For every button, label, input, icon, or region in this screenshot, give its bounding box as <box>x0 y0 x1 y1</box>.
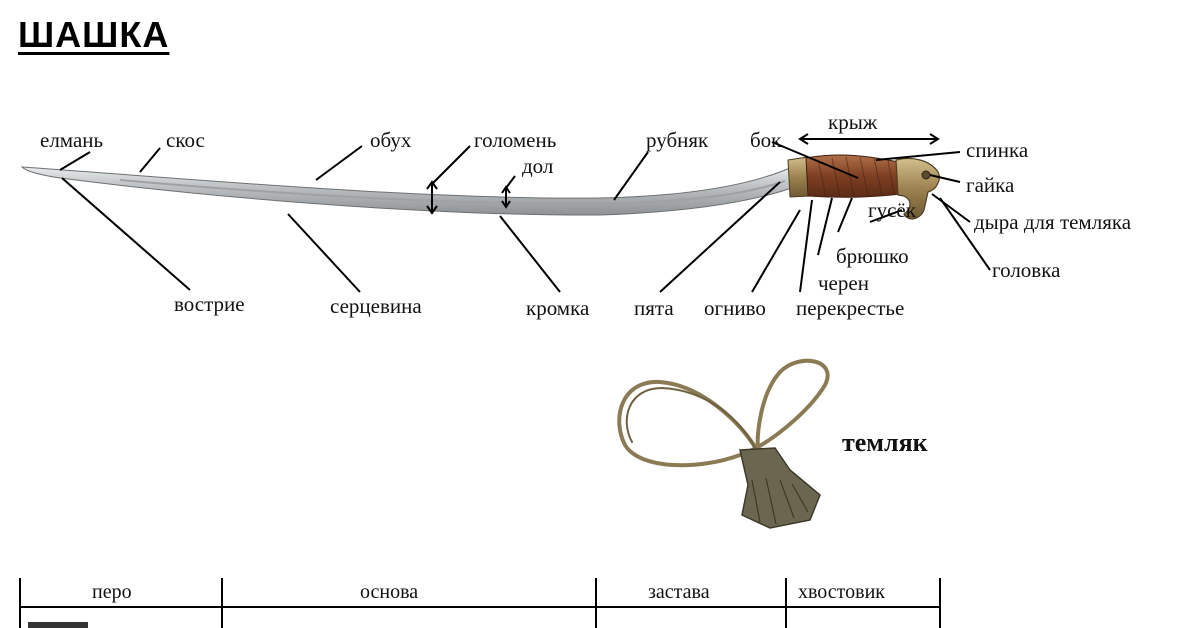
kryzh-arrow <box>798 133 940 145</box>
label-kryzh: крыж <box>828 110 878 134</box>
label-perekrestye: перекрестье <box>796 296 905 320</box>
segment-osnova: основа <box>360 581 419 603</box>
temlyak-tassel <box>739 447 821 529</box>
leader-lines <box>59 141 991 293</box>
label-obukh: обух <box>370 128 412 152</box>
label-skos: скос <box>166 128 205 152</box>
segment-pero: перо <box>92 581 132 603</box>
label-rubnyak: рубняк <box>646 128 709 152</box>
label-spinka: спинка <box>966 138 1029 162</box>
label-dol: дол <box>522 154 554 178</box>
page-title: ШАШКА <box>18 14 170 55</box>
label-bryushko: брюшко <box>836 244 909 268</box>
label-bok: бок <box>750 128 782 152</box>
label-temlyak: темляк <box>842 428 928 457</box>
segment-bar <box>19 578 941 628</box>
label-cheren: черен <box>818 271 869 295</box>
label-golomen: голомень <box>474 128 557 152</box>
label-pyata: пята <box>634 296 674 320</box>
label-gayka: гайка <box>966 173 1015 197</box>
label-ognivo: огниво <box>704 296 766 320</box>
blade-edge-fragment <box>28 622 88 628</box>
label-vostrie: вострие <box>174 292 245 316</box>
pommel-nut <box>921 170 931 180</box>
label-kromka: кромка <box>526 296 590 320</box>
label-dyra: дыра для темляка <box>974 210 1132 234</box>
fuller <box>119 179 786 205</box>
label-golovka: головка <box>992 258 1061 282</box>
blade <box>20 166 793 216</box>
label-elman: елмань <box>40 128 104 152</box>
grip-texture <box>817 156 895 198</box>
segment-zastava: застава <box>648 581 710 603</box>
label-gusyok: гусёк <box>868 198 916 222</box>
label-sercevina: серцевина <box>330 294 422 318</box>
segment-khvostovik: хвостовик <box>798 581 886 603</box>
temlyak-cord <box>617 358 830 468</box>
